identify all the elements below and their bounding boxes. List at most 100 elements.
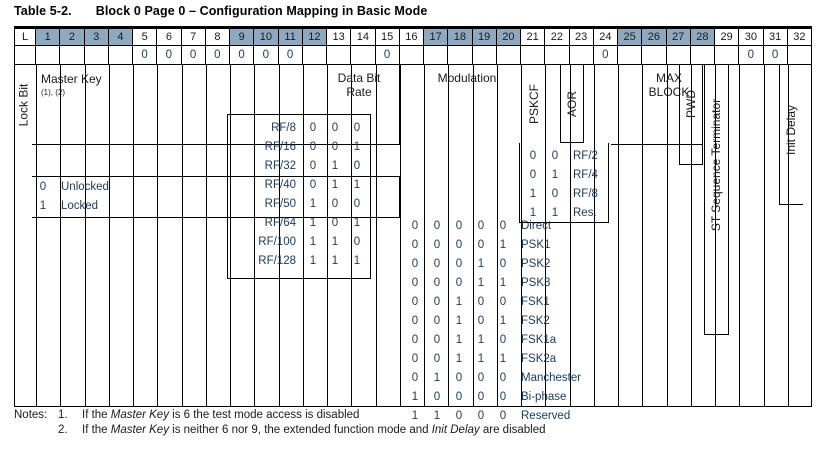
row-bit-4: 1 [499,276,507,289]
row-name: RF/8 [271,121,296,134]
row-bit-0: 1 [309,197,317,210]
bit-header-16: 16 [399,29,424,46]
bit-header-27: 27 [666,29,691,46]
row-name: Locked [61,199,99,212]
column-separator [473,65,474,406]
bit-value-6: 0 [157,46,182,65]
column-separator [351,65,352,406]
bit-value-27 [666,46,691,65]
row-bit-1: 0 [433,314,441,327]
bit-header-2: 2 [60,29,85,46]
row-name: FSK2a [521,352,557,365]
pskcf-label: PSKCF [527,83,542,125]
row-bit-1: 1 [433,409,441,422]
row-bit-2: 1 [455,295,463,308]
row-bit-0: 0 [411,333,419,346]
column-separator [811,65,812,406]
column-separator [157,65,158,406]
table-title: Table 5-2.Block 0 Page 0 – Configuration… [14,4,427,18]
row-bit-0: 1 [529,187,537,200]
row-name: RF/40 [264,178,296,191]
row-bit-3: 1 [477,257,485,270]
column-separator [85,65,86,406]
bit-value-22 [545,46,570,65]
row-bit-0: 0 [309,121,317,134]
row-bit-0: 1 [309,235,317,248]
bit-header-12: 12 [302,29,327,46]
bit-header-21: 21 [521,29,546,46]
row-bit-1: 1 [433,371,441,384]
column-separator [715,65,716,406]
row-bit-0: 1 [411,390,419,403]
row-bit-1: 1 [551,168,559,181]
bit-value-5: 0 [133,46,158,65]
row-bit-3: 0 [477,371,485,384]
row-name: Unlocked [61,180,109,193]
lock-bit-value-box [32,176,400,218]
bit-value-11: 0 [278,46,303,65]
column-separator [60,65,61,406]
row-bit-1: 0 [433,276,441,289]
row-bit-4: 1 [499,352,507,365]
row-bit-1: 0 [433,333,441,346]
row-bit-1: 1 [331,235,339,248]
row-name: PSK1 [521,238,551,251]
bit-header-1: 1 [36,29,61,46]
bit-value-9: 0 [230,46,255,65]
row-bit-2: 1 [353,140,361,153]
column-separator [182,65,183,406]
row-name: RF/64 [264,216,296,229]
bit-header-9: 9 [230,29,255,46]
row-bit-1: 0 [433,390,441,403]
bit-value-7: 0 [181,46,206,65]
bit-value-18 [448,46,473,65]
column-separator [594,65,595,406]
row-name: PSK3 [521,276,551,289]
bit-header-14: 14 [351,29,376,46]
row-bit-0: 0 [411,238,419,251]
bit-value-lock [14,46,36,65]
column-separator [764,65,765,406]
bit-header-13: 13 [327,29,352,46]
row-bit-3: 0 [477,295,485,308]
note-text: If the Master Key is neither 6 nor 9, th… [82,424,546,436]
column-separator [642,65,643,406]
column-separator [279,65,280,406]
max-block-box [611,65,702,145]
row-bit-1: 0 [433,352,441,365]
bit-header-4: 4 [108,29,133,46]
note-item: 2.If the Master Key is neither 6 nor 9, … [14,423,814,438]
row-bit-2: 1 [353,254,361,267]
bit-header-26: 26 [642,29,667,46]
row-name: RF/16 [264,140,296,153]
row-name: Manchester [521,371,582,384]
bit-value-29 [715,46,740,65]
note-number: 1. [58,409,68,421]
bit-value-30: 0 [739,46,764,65]
aor-box [560,65,584,143]
row-bit-3: 1 [477,333,485,346]
st-sequence-terminator-box [704,65,729,335]
bit-header-31: 31 [763,29,788,46]
row-name: PSK2 [521,257,551,270]
row-bit-0: 0 [411,352,419,365]
row-bit-2: 1 [455,333,463,346]
row-name: Res. [573,206,597,219]
init-delay-box [779,65,803,205]
pwd-box [679,65,703,165]
row-name: RF/2 [573,149,598,162]
row-bit-2: 1 [455,314,463,327]
data-bit-rate-box [227,114,371,279]
